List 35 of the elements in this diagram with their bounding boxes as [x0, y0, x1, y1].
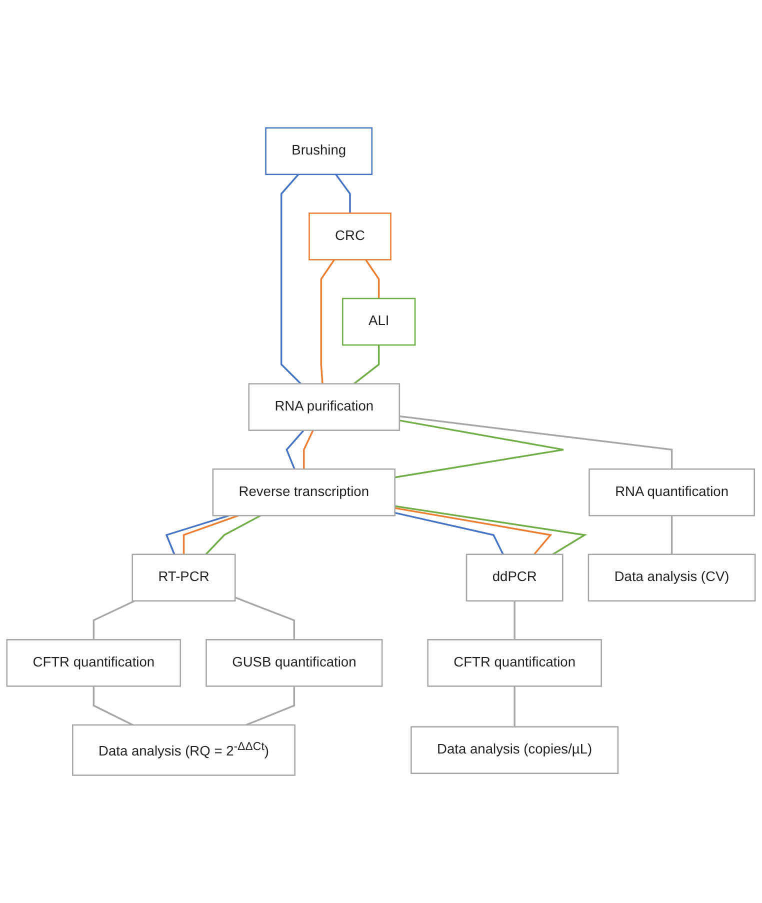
connector — [670, 516, 673, 554]
connector — [320, 259, 335, 384]
node-box: Data analysis (CV) — [588, 554, 756, 602]
connector — [165, 514, 230, 555]
node-box: RNA quantification — [588, 468, 755, 516]
node-box: CFTR quantification — [6, 638, 182, 687]
node-box: Data analysis (RQ = 2$^{-ΔΔCt}$) — [72, 724, 296, 776]
connector — [205, 514, 261, 555]
node-box: RT-PCR — [132, 554, 236, 602]
connector — [92, 686, 134, 726]
connector — [514, 600, 516, 640]
connector — [365, 259, 380, 298]
node-box: Brushing — [265, 127, 373, 175]
connector — [303, 430, 314, 470]
node-box: ALI — [342, 298, 416, 346]
node-box: Data analysis (copies/µL) — [410, 726, 619, 774]
connector — [246, 686, 296, 726]
connector — [514, 686, 516, 727]
node-box: CRC — [308, 212, 392, 260]
node-box: RNA purification — [248, 383, 400, 431]
connector — [182, 514, 239, 554]
connector — [335, 174, 351, 214]
connector — [394, 507, 552, 555]
node-box: ddPCR — [466, 554, 564, 602]
connector — [234, 596, 296, 640]
connector — [394, 512, 504, 555]
node-box: CFTR quantification — [427, 638, 602, 687]
connector — [399, 415, 673, 470]
connector — [394, 420, 564, 478]
connector — [280, 174, 302, 384]
connector — [394, 505, 588, 556]
node-box: GUSB quantification — [206, 638, 383, 687]
node-box: Reverse transcription — [212, 468, 396, 516]
connector — [353, 344, 380, 384]
connector — [92, 600, 135, 640]
